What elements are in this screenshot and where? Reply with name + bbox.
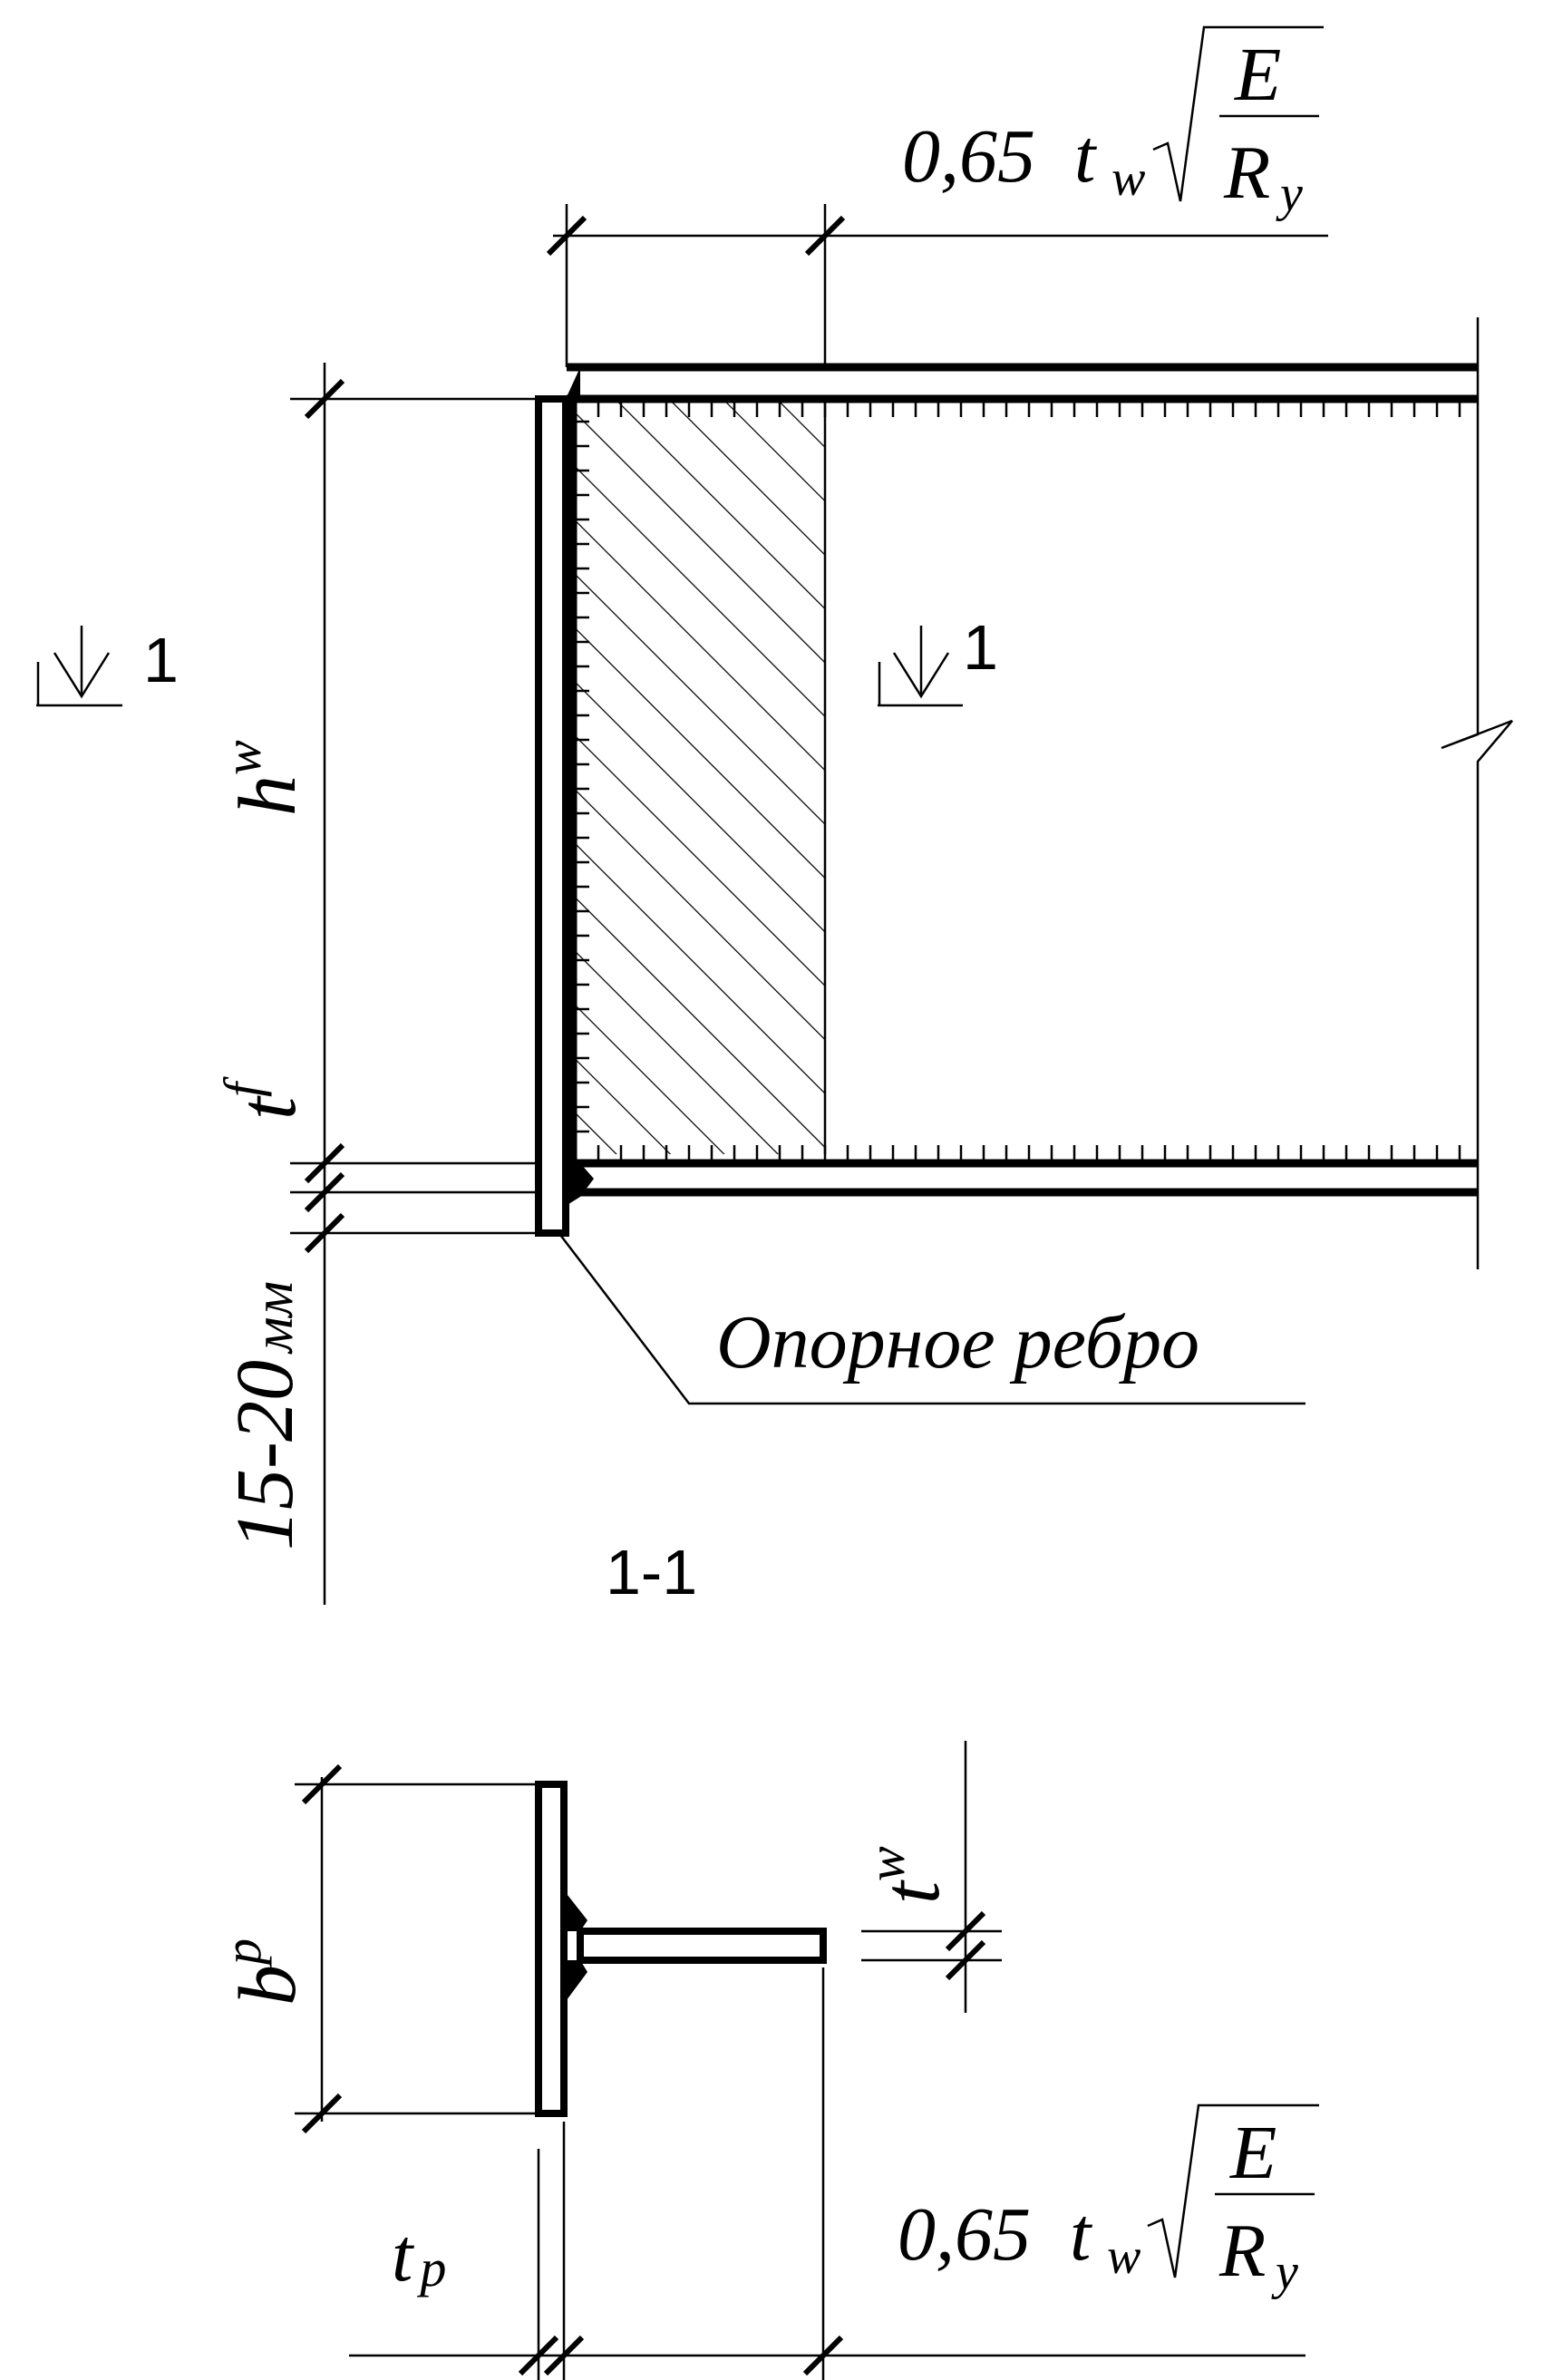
hw-symbol: hw bbox=[213, 740, 313, 816]
top-coefficient: 0,65 bbox=[902, 114, 1035, 199]
rib-callout-label: Опорное ребро bbox=[716, 1300, 1199, 1384]
section-weld-top bbox=[564, 1890, 587, 1931]
bottom-weld-ticks bbox=[597, 1145, 1461, 1160]
bp-dimension bbox=[295, 1763, 539, 2134]
top-width-dimension bbox=[546, 204, 1328, 367]
top-w-subscript: w bbox=[1111, 151, 1145, 207]
girder-elevation bbox=[535, 317, 1513, 1269]
bp-symbol: bp bbox=[213, 1938, 313, 2006]
section-mark-left: 1 bbox=[36, 625, 179, 707]
section-1-1-drawing bbox=[535, 1781, 827, 2117]
left-dimension-chain bbox=[290, 363, 539, 1605]
bottom-r-denominator: R bbox=[1218, 2209, 1266, 2293]
bottom-w-subscript: w bbox=[1107, 2229, 1140, 2285]
tf-symbol: tf bbox=[213, 1076, 313, 1120]
bottom-coefficient: 0,65 bbox=[898, 2192, 1031, 2277]
top-weld-ticks bbox=[597, 403, 1461, 417]
top-y-subscript: y bbox=[1276, 166, 1303, 222]
section-label-left: 1 bbox=[143, 625, 179, 695]
section-rib-plate bbox=[535, 1781, 568, 2117]
bottom-e-numerator: E bbox=[1229, 2111, 1276, 2195]
top-e-numerator: E bbox=[1234, 33, 1281, 117]
section-weld-bottom bbox=[564, 1960, 587, 2004]
hatched-rib-zone bbox=[573, 399, 825, 1154]
tw-dimension bbox=[861, 1741, 1002, 2013]
rib-callout-leader bbox=[557, 1230, 1305, 1405]
bottom-dimension-chain bbox=[349, 1967, 1305, 2380]
bottom-weld bbox=[566, 1163, 594, 1206]
top-t-symbol: t bbox=[1074, 114, 1098, 199]
top-weld bbox=[566, 367, 580, 399]
support-rib-plate bbox=[535, 395, 569, 1237]
rib-projection-dimension: 15-20мм bbox=[220, 1281, 310, 1550]
section-title: 1-1 bbox=[606, 1537, 697, 1608]
section-mark-right: 1 bbox=[878, 612, 998, 707]
top-formula: 0,65 t w E R y bbox=[902, 25, 1324, 222]
web-weld-ticks bbox=[577, 420, 589, 1133]
tw-symbol: tw bbox=[857, 1846, 956, 1904]
section-label-right: 1 bbox=[963, 612, 998, 683]
bottom-sqrt-sign bbox=[1147, 2103, 1319, 2278]
top-r-denominator: R bbox=[1223, 131, 1270, 215]
bottom-formula: 0,65 t w E R y bbox=[898, 2103, 1319, 2300]
bottom-t-symbol: t bbox=[1070, 2192, 1093, 2277]
top-sqrt-sign bbox=[1152, 25, 1324, 202]
bottom-y-subscript: y bbox=[1271, 2244, 1298, 2300]
section-web bbox=[577, 1928, 827, 1964]
